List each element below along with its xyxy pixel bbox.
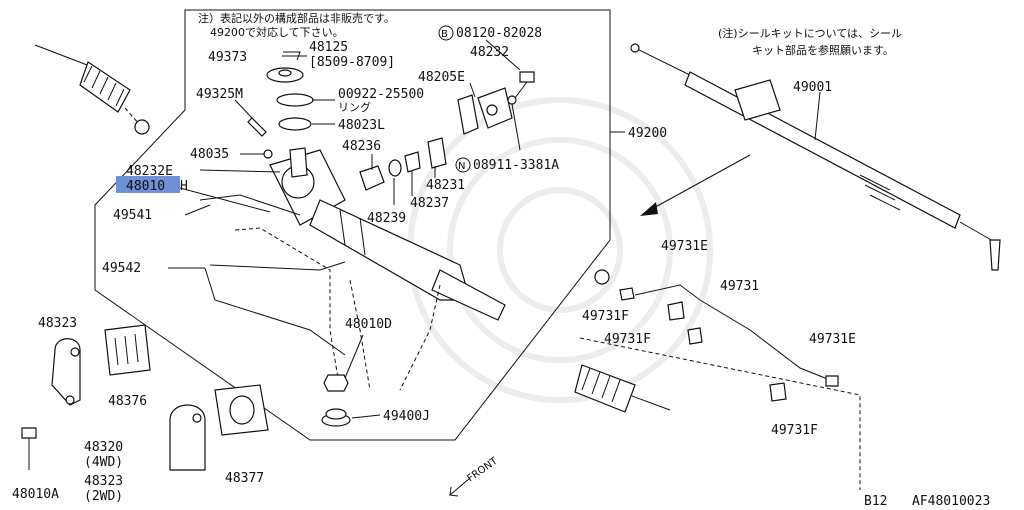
tie-rod-boot-left[interactable]	[34, 44, 150, 135]
label-49731E-top[interactable]: 49731E	[661, 239, 708, 254]
gear-housing-49200[interactable]	[269, 147, 506, 321]
bracket-48232[interactable]	[457, 71, 535, 135]
circle-b-icon: B	[438, 25, 454, 41]
nut-48010D[interactable]	[323, 374, 349, 392]
footer-b12: B12	[864, 494, 887, 509]
note-right-line1: (注)シールキットについては、シール	[718, 26, 902, 40]
svg-text:B: B	[441, 29, 448, 40]
label-49373[interactable]: 49373	[208, 50, 247, 65]
label-49400J[interactable]: 49400J	[383, 409, 430, 424]
label-48239[interactable]: 48239	[367, 211, 406, 226]
bolt-48010A[interactable]	[21, 427, 37, 470]
note-top-line1: 注）表記以外の構成部品は非販売です。	[198, 11, 395, 25]
label-48205E[interactable]: 48205E	[418, 70, 465, 85]
label-08120-82028[interactable]: 08120-82028	[456, 26, 542, 41]
label-48377[interactable]: 48377	[225, 471, 264, 486]
nut-48035[interactable]	[263, 149, 273, 159]
assembly-frame	[94, 9, 625, 441]
note-top-line2: 49200で対応して下さい。	[210, 25, 344, 39]
label-48320-4wd: (4WD)	[84, 455, 123, 470]
label-48232E[interactable]: 48232E	[126, 164, 173, 179]
label-48125[interactable]: 48125	[309, 40, 348, 55]
label-48010H-suffix: H	[180, 179, 188, 194]
label-49731[interactable]: 49731	[720, 279, 759, 294]
note-right-line2: キット部品を参照願います。	[752, 43, 894, 57]
clamp-48323[interactable]	[51, 338, 81, 406]
label-49541[interactable]: 49541	[113, 208, 152, 223]
label-48023L[interactable]: 48023L	[338, 118, 385, 133]
dashed-guide-3	[399, 284, 441, 391]
label-48125-range: [8509-8709]	[309, 55, 395, 70]
clip-49731F-3[interactable]	[769, 382, 787, 402]
label-48010A[interactable]: 48010A	[12, 487, 59, 502]
clip-48125	[283, 51, 301, 61]
label-49001[interactable]: 49001	[793, 80, 832, 95]
clamp-48320[interactable]	[169, 404, 206, 471]
dashed-guide-1	[234, 227, 341, 391]
label-48323-2wd: (2WD)	[84, 489, 123, 504]
svg-text:N: N	[458, 161, 465, 172]
highlight-48010H	[116, 176, 180, 193]
label-48035[interactable]: 48035	[190, 147, 229, 162]
seal-48023L[interactable]	[278, 117, 312, 131]
insulator-48376[interactable]	[104, 324, 151, 376]
plug-48231[interactable]	[427, 137, 447, 169]
circle-n-icon: N	[455, 157, 471, 173]
grommet-49400J[interactable]	[321, 408, 351, 427]
label-00922-25500[interactable]: 00922-25500	[338, 87, 424, 102]
label-49731E-bottom[interactable]: 49731E	[809, 332, 856, 347]
tube-49541[interactable]	[199, 194, 301, 216]
tie-rod-boot-right[interactable]	[574, 337, 861, 490]
label-48231[interactable]: 48231	[426, 178, 465, 193]
label-48323-bottom[interactable]: 48323	[84, 474, 123, 489]
clip-49731F-2[interactable]	[687, 327, 703, 345]
label-48236[interactable]: 48236	[342, 139, 381, 154]
label-48232[interactable]: 48232	[470, 45, 509, 60]
steering-gear-assembly-49001[interactable]	[630, 43, 1001, 271]
hose-49731[interactable]	[594, 269, 839, 387]
label-08911-3381A[interactable]: 08911-3381A	[473, 158, 559, 173]
snap-ring-00922[interactable]	[276, 93, 314, 107]
bolt-49325M[interactable]	[247, 117, 267, 137]
direction-arrow	[640, 154, 751, 216]
footer-code: AF48010023	[912, 494, 990, 509]
label-49731F-2[interactable]: 49731F	[604, 332, 651, 347]
label-49731F-1[interactable]: 49731F	[582, 309, 629, 324]
clip-49731F-1[interactable]	[667, 301, 685, 321]
label-49542[interactable]: 49542	[102, 261, 141, 276]
label-48010D[interactable]: 48010D	[345, 317, 392, 332]
tube-49542[interactable]	[204, 267, 346, 356]
bushing-48237[interactable]	[404, 151, 421, 173]
label-ring: リング	[338, 100, 371, 114]
tube-49542-upper	[209, 261, 346, 271]
front-arrow	[448, 477, 471, 497]
label-48376[interactable]: 48376	[108, 394, 147, 409]
label-48320[interactable]: 48320	[84, 440, 123, 455]
washer-49373[interactable]	[266, 67, 304, 83]
label-48323-top[interactable]: 48323	[38, 316, 77, 331]
label-49731F-3[interactable]: 49731F	[771, 423, 818, 438]
label-49325M[interactable]: 49325M	[196, 87, 243, 102]
label-48010H-code[interactable]: 48010	[126, 179, 165, 194]
label-49200[interactable]: 49200	[628, 126, 667, 141]
label-front: FRONT	[465, 455, 500, 484]
dashed-guide-2	[349, 279, 371, 391]
insulator-48377[interactable]	[214, 384, 269, 436]
bushing-48239[interactable]	[388, 159, 402, 177]
label-48237[interactable]: 48237	[410, 196, 449, 211]
